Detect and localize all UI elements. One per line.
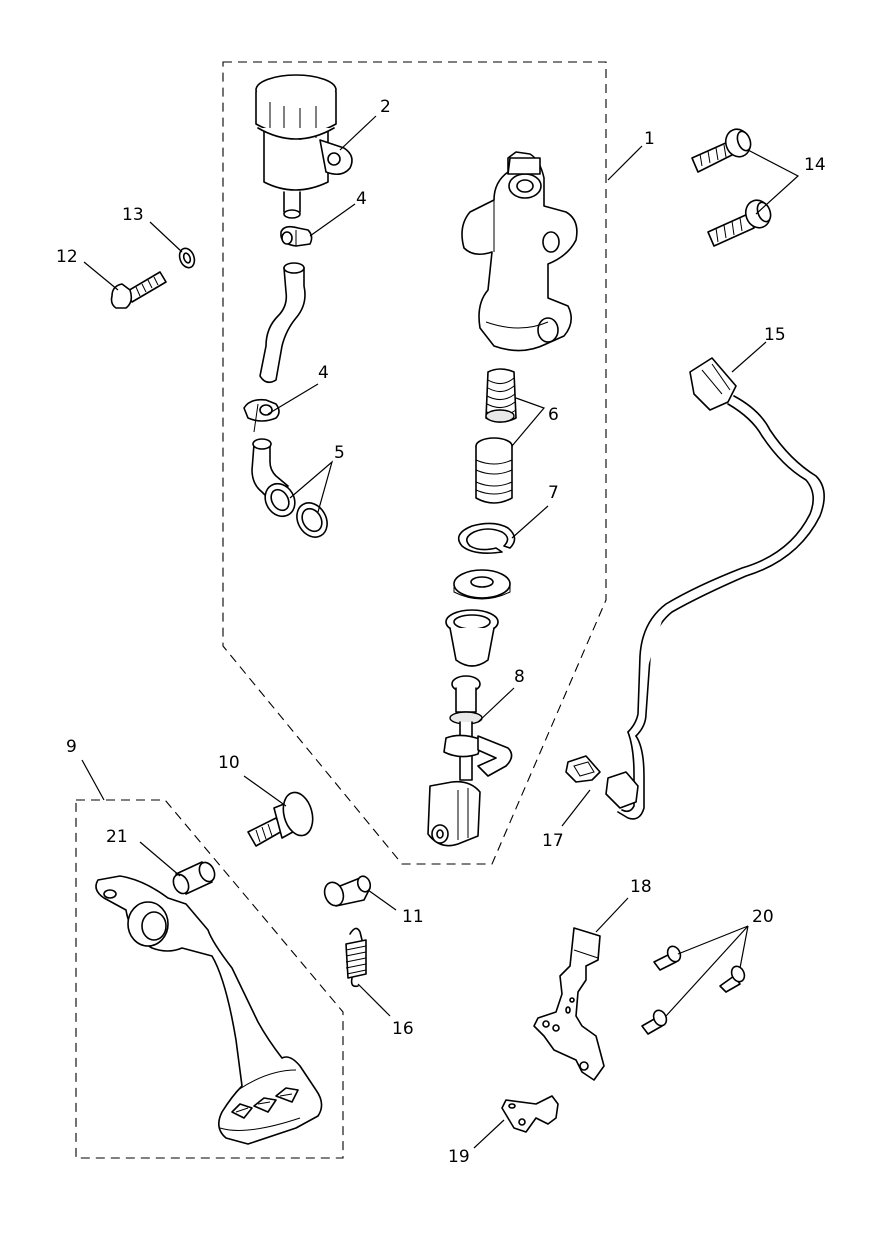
callout-13: 13: [122, 205, 144, 225]
flange-bolt-part: [110, 271, 167, 309]
mounting-bolt-lower-part: [707, 199, 772, 247]
callout-9: 9: [66, 737, 77, 757]
guide-washer-part: [453, 569, 511, 600]
push-rod-part: [427, 675, 513, 847]
screw-right-part: [719, 965, 746, 993]
callout-2: 2: [380, 97, 391, 117]
callout-21: 21: [106, 827, 128, 847]
callout-5: 5: [334, 443, 345, 463]
callout-10: 10: [218, 753, 240, 773]
switch-bracket-part: [533, 927, 605, 1081]
master-cylinder-body-part: [461, 151, 578, 352]
callout-18: 18: [630, 877, 652, 897]
callout-19: 19: [448, 1147, 470, 1167]
callout-6: 6: [548, 405, 559, 425]
elbow-fitting-part: [251, 438, 296, 518]
pedal-bush-part: [172, 861, 216, 895]
pedal-pivot-bolt-part: [247, 791, 314, 847]
seal-washer-part: [296, 502, 328, 538]
leader-lines: [81, 115, 800, 1149]
clevis-pin-part: [323, 875, 372, 907]
brake-pedal-part: [95, 875, 323, 1145]
callout-20: 20: [752, 907, 774, 927]
hose-clip-lower-part: [243, 398, 280, 433]
callout-8: 8: [514, 667, 525, 687]
piston-part: [475, 437, 513, 504]
push-rod-boot-part: [445, 609, 499, 667]
brake-pedal-group-outline: [75, 799, 344, 1159]
brake-light-switch-harness-part: [605, 357, 825, 820]
callout-12: 12: [56, 247, 78, 267]
reservoir-part: [255, 74, 353, 219]
callout-16: 16: [392, 1019, 414, 1039]
hose-clip-upper-part: [280, 225, 313, 247]
screw-lower-part: [641, 1009, 668, 1035]
mounting-bolt-upper-part: [691, 128, 752, 173]
callout-11: 11: [402, 907, 424, 927]
callout-4-upper: 4: [356, 189, 367, 209]
callout-1: 1: [644, 129, 655, 149]
screw-upper-part: [653, 945, 682, 971]
small-bracket-part: [501, 1095, 559, 1133]
plain-washer-part: [178, 247, 196, 269]
master-cylinder-group-outline: [222, 61, 607, 865]
circlip-part: [457, 522, 516, 554]
harness-clip-part: [565, 755, 601, 783]
piston-spring-part: [485, 368, 517, 423]
callout-7: 7: [548, 483, 559, 503]
return-spring-part: [345, 927, 367, 988]
callout-17: 17: [542, 831, 564, 851]
callout-15: 15: [764, 325, 786, 345]
reservoir-hose-part: [259, 262, 306, 384]
callout-4-lower: 4: [318, 363, 329, 383]
callout-14: 14: [804, 155, 826, 175]
callout-labels: 1 2 4 4 5 6 7 8 9 10 11 12 13 14 15 16 1…: [56, 97, 826, 1167]
